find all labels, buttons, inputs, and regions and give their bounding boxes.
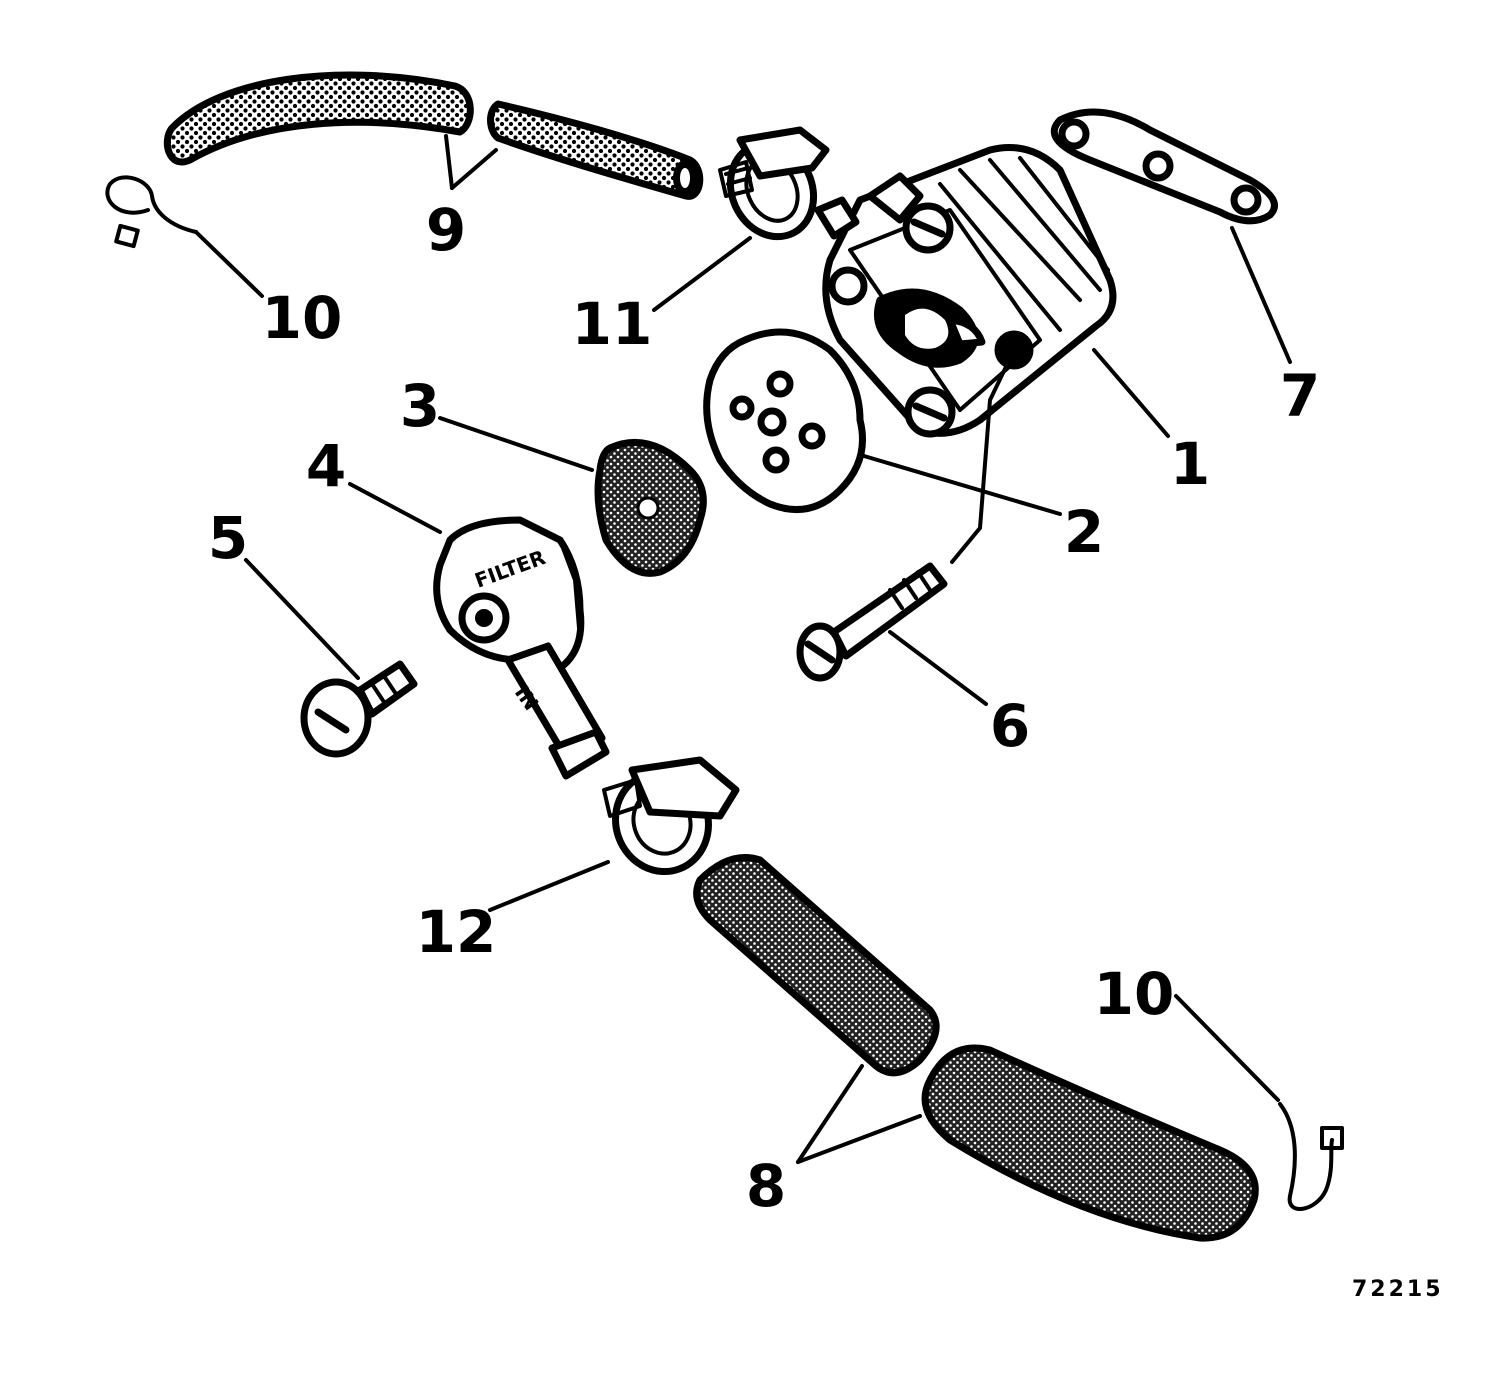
part-8-lower-hoses [693,854,1259,1242]
callout-10-top: 10 [262,284,343,352]
callout-11: 11 [572,290,653,358]
part-6-long-screw [796,562,948,682]
callout-5: 5 [208,504,248,572]
figure-number: 72215 [1352,1277,1444,1302]
callout-1: 1 [1170,430,1210,498]
callout-7: 7 [1280,362,1320,430]
callouts: 9 10 11 7 1 3 4 2 5 6 12 10 8 [208,196,1320,1220]
hose-9-left [163,71,474,166]
leader-lines [194,134,1292,1164]
callout-2: 2 [1064,498,1104,566]
hose-8-upper [693,854,940,1077]
callout-3: 3 [400,372,440,440]
callout-10-bottom: 10 [1094,960,1175,1028]
part-11-upper-clamp [718,126,830,241]
callout-8: 8 [746,1152,786,1220]
callout-4: 4 [306,432,346,500]
hose-9-right [487,100,704,200]
part-12-lower-clamp [602,756,740,876]
part-5-cover-screw [300,660,418,758]
part-10-clip-top [105,175,198,249]
callout-12: 12 [416,898,497,966]
part-10-clip-bottom [1278,1102,1344,1211]
part-9-upper-hoses [163,71,704,200]
callout-9: 9 [426,196,466,264]
callout-6: 6 [990,692,1030,760]
part-4-filter-cover: FILTER IN [433,516,610,780]
part-2-diaphragm [703,328,866,514]
part-7-gasket [1050,108,1278,225]
part-1-pump-body [814,144,1117,438]
hose-8-lower [921,1044,1259,1242]
part-3-filter-screen [594,438,707,577]
